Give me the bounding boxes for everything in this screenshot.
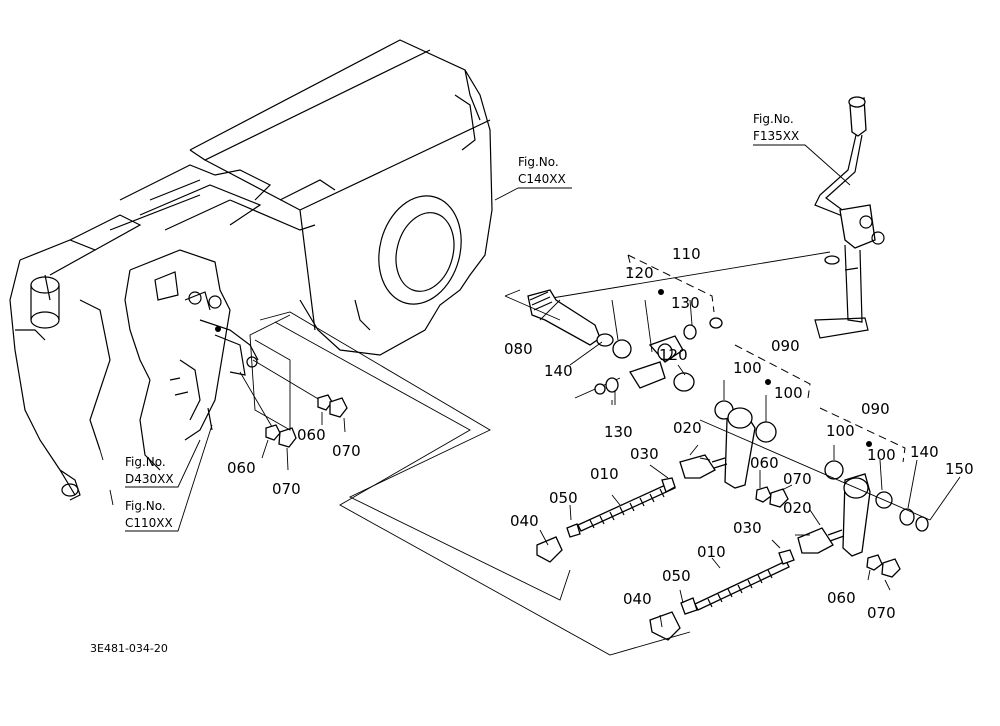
rod-assemblies	[536, 454, 901, 641]
part-number: 010	[697, 543, 726, 561]
ref-c140-line1: Fig.No.	[518, 155, 559, 169]
part-number: 060	[827, 589, 856, 607]
part-number: 040	[623, 590, 652, 608]
part-number: 060	[750, 454, 779, 472]
part-number: 030	[630, 445, 659, 463]
part-number: 020	[783, 499, 812, 517]
ref-d430-line2: D430XX	[125, 472, 174, 486]
part-number: 060	[227, 459, 256, 477]
callout-dot	[866, 441, 872, 447]
ref-f135: Fig.No. F135XX	[753, 112, 799, 143]
part-number: 060	[297, 426, 326, 444]
transmission-housing	[9, 39, 493, 501]
part-number: 120	[625, 264, 654, 282]
ref-c140: Fig.No. C140XX	[518, 155, 566, 186]
left-fasteners	[239, 359, 348, 448]
part-number: 150	[945, 460, 974, 478]
shift-lever	[814, 96, 885, 339]
part-number: 070	[867, 604, 896, 622]
ref-d430: Fig.No. D430XX	[125, 455, 174, 486]
part-number: 130	[671, 294, 700, 312]
part-number: 090	[771, 337, 800, 355]
part-number: 070	[272, 480, 301, 498]
callout-dot	[765, 379, 771, 385]
ref-f135-line1: Fig.No.	[753, 112, 794, 126]
ref-d430-line1: Fig.No.	[125, 455, 166, 469]
part-number: 070	[783, 470, 812, 488]
ref-f135-line2: F135XX	[753, 129, 799, 143]
figure-code: 3E481-034-20	[90, 642, 168, 655]
part-number: 100	[867, 446, 896, 464]
part-numbers: 110 120 130 080 140 120 130 090 100 100 …	[227, 245, 974, 622]
part-number: 100	[826, 422, 855, 440]
part-number: 050	[662, 567, 691, 585]
part-number: 110	[672, 245, 701, 263]
frame-lines	[249, 254, 961, 656]
callout-dot	[658, 289, 664, 295]
ref-c110-line2: C110XX	[125, 516, 173, 530]
part-number: 090	[861, 400, 890, 418]
part-number: 140	[910, 443, 939, 461]
reference-leaders	[99, 144, 851, 532]
part-number: 100	[733, 359, 762, 377]
part-number: 010	[590, 465, 619, 483]
ref-c110-line1: Fig.No.	[125, 499, 166, 513]
part-number: 100	[774, 384, 803, 402]
part-number: 120	[659, 346, 688, 364]
part-number: 080	[504, 340, 533, 358]
part-number: 070	[332, 442, 361, 460]
part-number: 130	[604, 423, 633, 441]
part-number: 140	[544, 362, 573, 380]
ref-c140-line2: C140XX	[518, 172, 566, 186]
part-number: 050	[549, 489, 578, 507]
callout-dot	[215, 326, 221, 332]
part-number: 020	[673, 419, 702, 437]
part-number: 040	[510, 512, 539, 530]
ref-c110: Fig.No. C110XX	[125, 499, 173, 530]
part-number: 030	[733, 519, 762, 537]
